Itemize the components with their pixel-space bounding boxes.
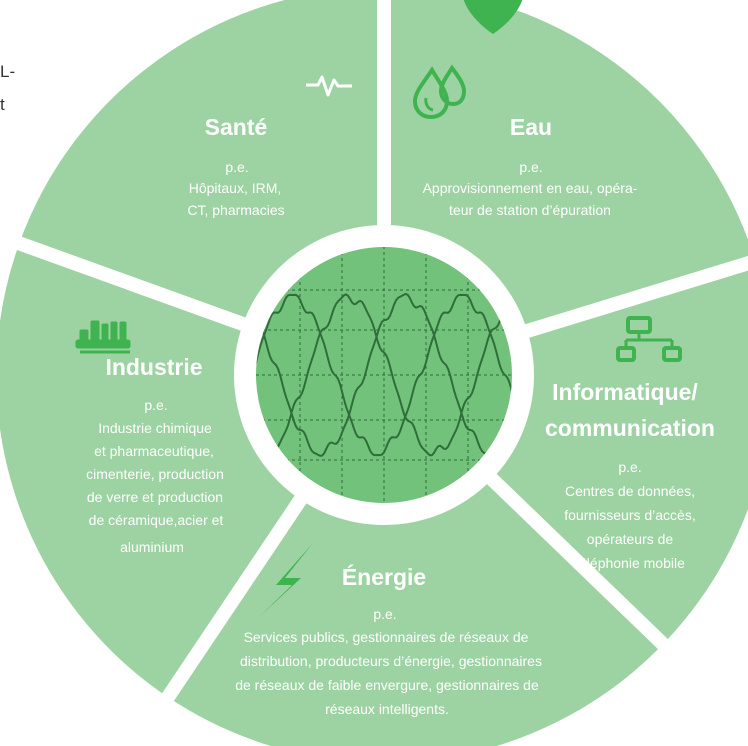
sector-line: distribution, producteurs d’énergie, ges… [240,653,542,669]
oscilloscope-grid [256,247,512,503]
sector-industrie-text: Industrie p.e. Industrie chimique et pha… [86,354,224,555]
sector-line: Approvisionnement en eau, opéra- [423,180,638,196]
waveform-trace [256,292,512,457]
water-drops-icon [412,64,467,120]
heart-pulse-icon [306,0,523,97]
sector-line: CT, pharmacies [187,202,284,218]
sector-sante-text: Santé p.e. Hôpitaux, IRM, CT, pharmacies [187,114,284,218]
sector-line: fournisseurs d’accès, [564,507,696,523]
factory-icon [75,320,131,354]
sector-title: Informatique/ [552,379,698,405]
oscilloscope-screen [256,247,512,503]
sector-informatique-text: Informatique/ communication p.e. Centres… [545,379,715,571]
sector-line: de céramique,acier et [89,512,224,528]
sector-title: Eau [510,114,552,140]
sector-prefix: p.e. [225,159,248,175]
sector-prefix: p.e. [373,606,396,622]
sector-title: Industrie [105,354,202,380]
sector-line: de verre et production [87,489,223,505]
sector-line: Hôpitaux, IRM, [189,180,282,196]
sector-line: de réseaux de faible envergure, gestionn… [235,677,539,693]
sector-line: Services publics, gestionnaires de résea… [244,629,529,645]
sector-line: et pharmaceutique, [94,443,214,459]
sector-line: Centres de données, [565,483,695,499]
sector-line: cimenterie, production [86,466,224,482]
sector-title: Énergie [342,563,426,590]
page-fragment-2: t [0,95,5,114]
sector-line: opérateurs de [587,531,674,547]
sector-prefix: p.e. [144,397,167,413]
sector-prefix: p.e. [618,459,641,475]
sector-line: aluminium [120,539,184,555]
sector-energie [154,364,678,746]
sector-prefix: p.e. [519,159,542,175]
sector-energie-text: Énergie p.e. Services publics, gestionna… [235,563,542,717]
sector-line: Industrie chimique [98,420,212,436]
sector-eau-text: Eau p.e. Approvisionnement en eau, opéra… [423,114,638,218]
waveform-icon [256,292,512,457]
sector-title: Santé [205,114,268,140]
lightning-icon [258,543,313,618]
page-fragment-1: L- [0,62,15,81]
sector-line: teur de station d’épuration [449,202,611,218]
network-icon [616,316,682,362]
waveform-trace [256,293,512,457]
waveform-trace [256,293,512,457]
sector-title: communication [545,415,715,441]
sector-line: téléphonie mobile [575,555,685,571]
sector-line: réseaux intelligents. [325,701,449,717]
